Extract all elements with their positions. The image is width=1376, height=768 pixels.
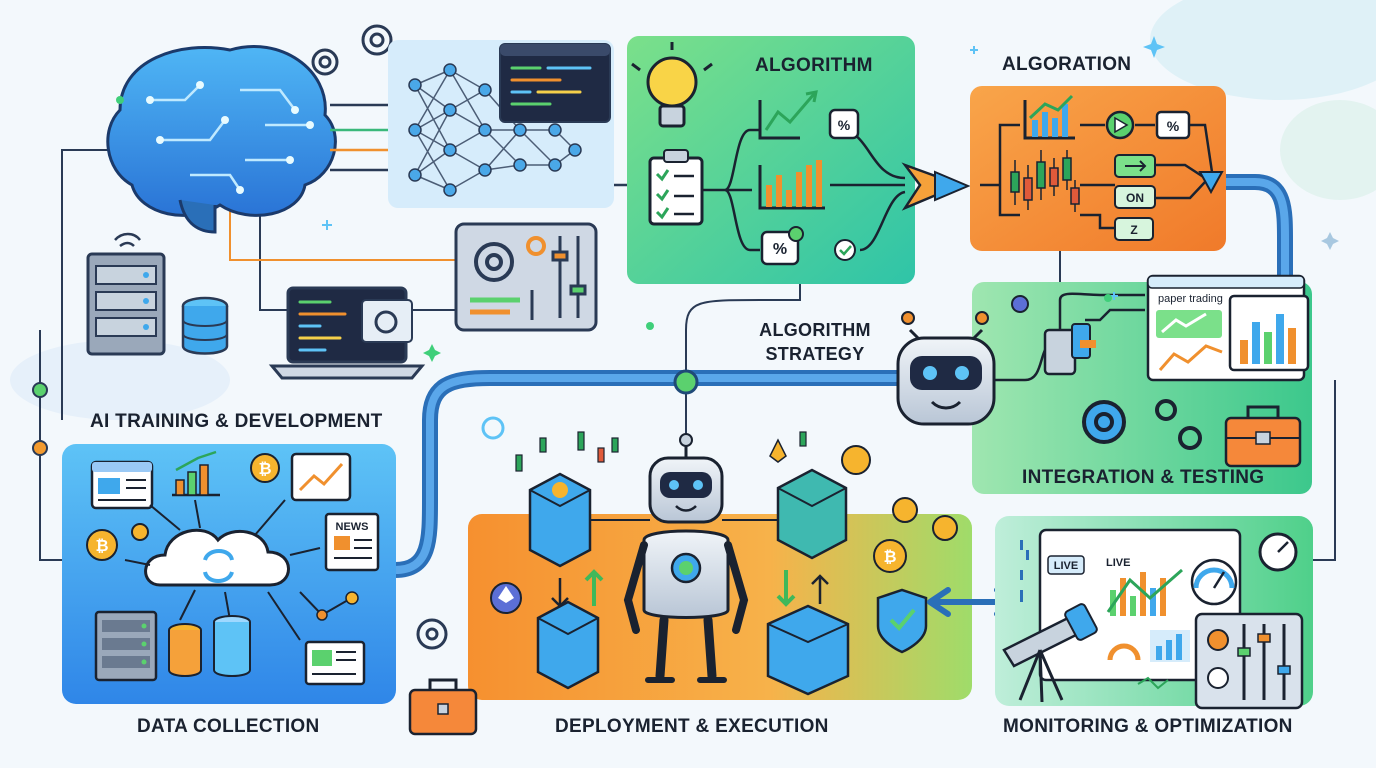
candlestick-icon [1010, 150, 1080, 212]
cloud-sync-icon [144, 528, 290, 587]
clipboard-icon [648, 149, 704, 226]
svg-text:%: % [1167, 118, 1180, 134]
svg-text:LIVE: LIVE [1106, 557, 1130, 569]
server-icon [86, 252, 166, 356]
database-icon [168, 615, 251, 677]
algoration-panel [970, 86, 1226, 251]
trend-window-icon [290, 452, 352, 502]
building-icon [536, 600, 600, 690]
wifi-icon [114, 232, 141, 248]
bug-icon [1011, 295, 1029, 313]
briefcase-icon [1224, 405, 1302, 468]
integration-flow [1058, 292, 1145, 340]
label-data-collection: DATA COLLECTION [137, 716, 320, 737]
z-button[interactable]: Z [1114, 217, 1154, 241]
svg-text:%: % [838, 117, 851, 133]
gauge-icon [1190, 532, 1298, 606]
gear-icon [416, 416, 505, 650]
browser-window-icon [90, 460, 154, 510]
plug-icon [1043, 323, 1096, 376]
label-monitoring-optimization: MONITORING & OPTIMIZATION [1003, 716, 1293, 737]
label-ai-training: AI TRAINING & DEVELOPMENT [90, 411, 383, 432]
code-window-icon [499, 43, 611, 123]
robot-icon [896, 311, 1047, 426]
svg-text:LIVE: LIVE [1054, 560, 1078, 572]
building-icon [776, 468, 848, 560]
bitcoin-icon: ₿ [250, 453, 280, 483]
algoration-flow [980, 123, 1214, 230]
svg-text:%: % [773, 241, 787, 258]
neural-net-icon [408, 63, 582, 197]
label-algorithm-strategy: ALGORITHM STRATEGY [740, 318, 890, 366]
svg-text:Z: Z [1130, 223, 1137, 237]
bar-window-icon [1228, 294, 1310, 372]
label-integration-testing: INTEGRATION & TESTING [1022, 467, 1265, 488]
label-algoration: ALGORATION [1002, 54, 1132, 75]
percent-plus-icon: % [760, 226, 804, 266]
bar-chart-icon [758, 160, 825, 210]
svg-text:₿: ₿ [883, 547, 896, 566]
label-deployment-execution: DEPLOYMENT & EXECUTION [555, 716, 829, 737]
news-icon: NEWS [324, 512, 380, 572]
gear-icon [311, 24, 393, 76]
up-down-arrows [551, 569, 829, 608]
robot-icon [623, 433, 749, 683]
document-stack-icon [304, 640, 366, 686]
label-algorithm: ALGORITHM [755, 55, 873, 76]
bitcoin-icon: ₿ [841, 445, 958, 573]
sliders-icon [1194, 612, 1304, 710]
ethereum-icon [490, 438, 787, 614]
svg-text:paper trading: paper trading [1158, 293, 1223, 305]
sparkle-icon [423, 36, 1339, 362]
pipeline [387, 174, 1293, 578]
label-algorithm-strategy-line2: STRATEGY [765, 344, 865, 364]
brain-icon [106, 44, 337, 234]
on-button[interactable]: ON [1114, 185, 1156, 209]
svg-text:NEWS: NEWS [336, 521, 369, 533]
candlestick-icon [515, 431, 807, 472]
algorithm-flow [702, 128, 906, 252]
arrow-button [1114, 154, 1156, 178]
label-algorithm-strategy-line1: ALGORITHM [759, 320, 871, 340]
play-icon [1105, 110, 1135, 140]
gear-icon [1082, 399, 1202, 450]
algo-chart-icon [1023, 94, 1075, 140]
sliders-icon [470, 236, 587, 320]
svg-text:₿: ₿ [95, 536, 108, 555]
percent-icon: % [828, 108, 860, 140]
server-icon [94, 610, 158, 682]
laptop-icon [268, 286, 426, 380]
gear-icon [474, 236, 546, 282]
live-dashboard: LIVE LIVE [1038, 528, 1242, 690]
triangle-icon [1198, 171, 1224, 195]
briefcase-icon [408, 678, 478, 736]
svg-text:₿: ₿ [258, 459, 271, 478]
percent-box-icon: % [1155, 110, 1191, 140]
bitcoin-icon: ₿ [86, 523, 149, 561]
lightbulb-icon [631, 42, 713, 128]
database-icon [181, 296, 229, 355]
svg-text:ON: ON [1126, 191, 1144, 205]
telescope-icon [1002, 603, 1098, 703]
line-chart-icon [758, 90, 818, 140]
equalizer-marks [1020, 540, 1029, 602]
cloud-arrows [124, 499, 321, 641]
shield-check-icon [876, 588, 928, 654]
check-icon [834, 239, 856, 261]
bar-growth-icon [172, 450, 220, 497]
building-icon [766, 604, 850, 696]
building-icon [528, 472, 592, 568]
